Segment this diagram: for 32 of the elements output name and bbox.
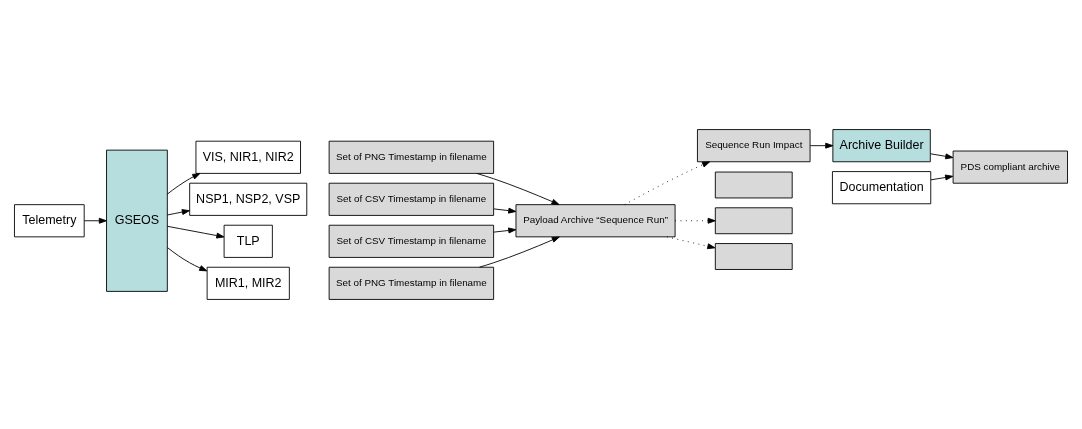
node-box: NSP1, NSP2, VSP (189, 182, 308, 216)
arrow (624, 161, 711, 206)
arrow (666, 236, 716, 250)
arrow (930, 174, 954, 181)
arrow (493, 227, 517, 234)
arrow (479, 236, 560, 268)
node-box: Set of CSV Timestamp in filename (328, 182, 495, 216)
node-box: Sequence Run Impact (697, 129, 811, 163)
node-box (714, 243, 793, 270)
node-box: Set of PNG Timestamp in filename (328, 266, 495, 300)
node-box: VIS, NIR1, NIR2 (195, 140, 301, 174)
arrow (166, 173, 201, 195)
node-box (714, 171, 793, 199)
node-box: Documentation (831, 171, 932, 205)
arrow (493, 207, 517, 214)
node-box: Payload Archive “Sequence Run” (515, 204, 676, 238)
node-box: GSEOS (106, 149, 168, 292)
arrow (167, 247, 208, 272)
node-box (714, 207, 793, 235)
node-box: Set of CSV Timestamp in filename (328, 224, 495, 258)
arrow (167, 225, 225, 239)
arrow (809, 142, 834, 149)
node-box: MIR1, MIR2 (206, 266, 290, 300)
arrow (167, 209, 190, 216)
arrow (83, 217, 107, 224)
node-box: TLP (223, 224, 273, 258)
arrow (674, 217, 716, 224)
node-box: PDS compliant archive (952, 150, 1068, 184)
node-box: Telemetry (14, 204, 85, 238)
arrow (930, 153, 954, 160)
node-box: Archive Builder (832, 129, 931, 163)
node-box: Set of PNG Timestamp in filename (328, 140, 495, 174)
